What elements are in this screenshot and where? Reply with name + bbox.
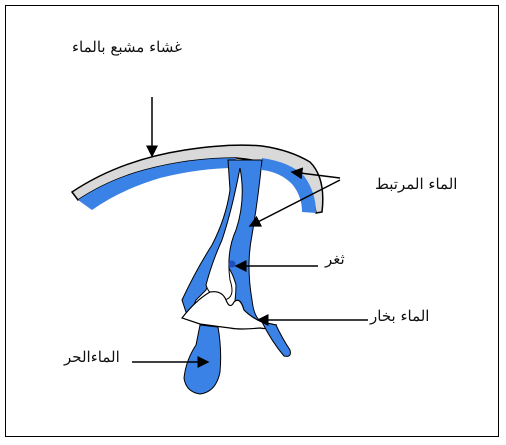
pore-dot — [229, 261, 236, 268]
label-membrane: غشاء مشبع بالماء — [72, 38, 182, 56]
free-water-drop — [184, 325, 221, 394]
label-free-water: الماءالحر — [64, 348, 120, 366]
label-water-vapor: الماء بخار — [370, 307, 429, 325]
label-bound-water: الماء المرتبط — [375, 175, 457, 193]
label-pore: ثغر — [325, 250, 345, 268]
saturated-membrane — [72, 145, 323, 213]
free-water-right-blob — [262, 322, 290, 356]
